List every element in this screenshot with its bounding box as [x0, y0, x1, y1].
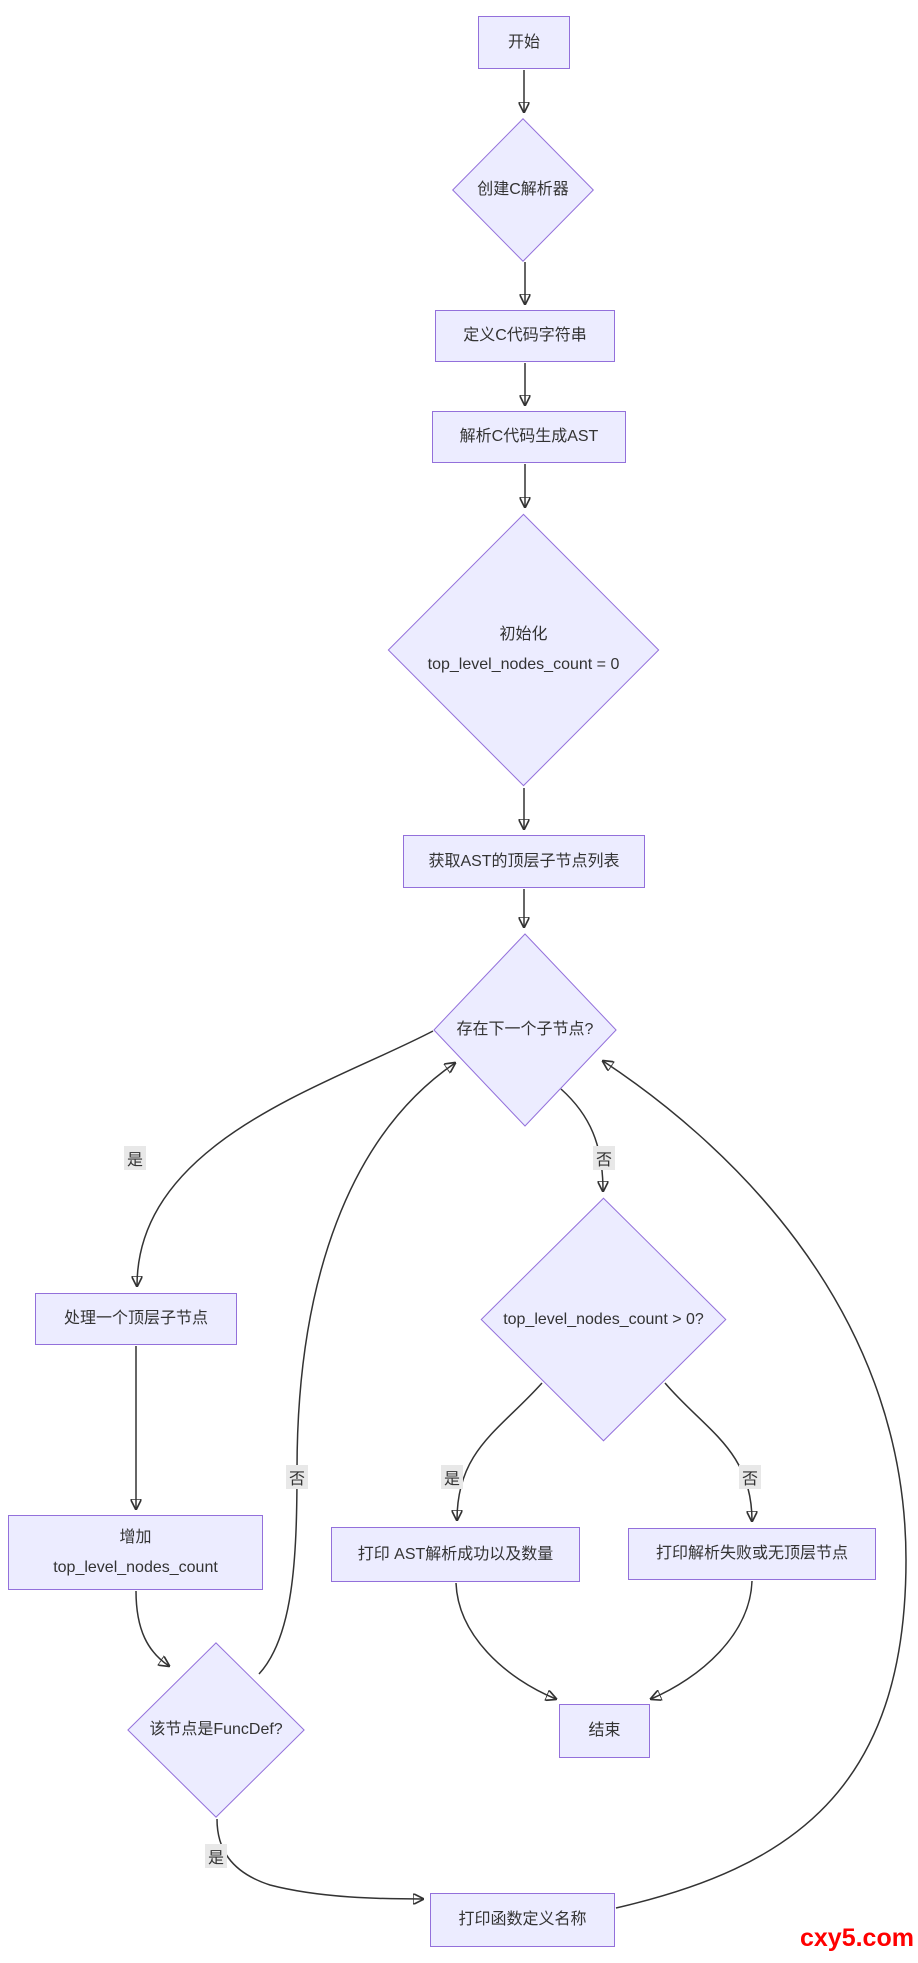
node-count-gt-zero-label: top_level_nodes_count > 0? [503, 1310, 704, 1328]
node-process-node: 处理一个顶层子节点 [35, 1293, 237, 1345]
node-print-fail: 打印解析失败或无顶层节点 [628, 1528, 876, 1580]
node-count-gt-zero: top_level_nodes_count > 0? [480, 1197, 727, 1442]
edge-funcdef-no-return-to-hasnext [258, 1063, 455, 1675]
node-increment-count: 增加 top_level_nodes_count [8, 1515, 263, 1590]
node-print-funcname: 打印函数定义名称 [430, 1893, 615, 1947]
watermark-text: cxy5.com [800, 1924, 914, 1952]
node-parse-ast: 解析C代码生成AST [432, 411, 626, 463]
edge-label-no-gtzero: 否 [738, 1465, 762, 1489]
node-init-count-line2: top_level_nodes_count = 0 [427, 656, 620, 673]
node-define-code: 定义C代码字符串 [435, 310, 615, 362]
edge-printsuccess-to-end [455, 1582, 556, 1699]
node-create-parser: 创建C解析器 [452, 118, 594, 262]
edge-printfunc-return-to-hasnext [603, 1061, 907, 1909]
node-get-children: 获取AST的顶层子节点列表 [403, 835, 645, 888]
edge-label-yes-funcdef: 是 [204, 1844, 228, 1868]
node-create-parser-label: 创建C解析器 [477, 181, 569, 199]
edge-label-yes-gtzero: 是 [440, 1465, 464, 1489]
node-increment-line1: 增加 [119, 1528, 152, 1546]
node-parse-ast-label: 解析C代码生成AST [459, 428, 599, 446]
edge-gtzero-yes-to-printsuccess [457, 1382, 543, 1520]
node-process-node-label: 处理一个顶层子节点 [63, 1310, 208, 1328]
edge-label-yes-hasnext: 是 [123, 1146, 147, 1170]
node-get-children-label: 获取AST的顶层子节点列表 [428, 852, 620, 870]
node-end: 结束 [559, 1704, 650, 1758]
node-start: 开始 [478, 16, 570, 69]
edge-printfail-to-end [651, 1580, 753, 1699]
node-end-label: 结束 [588, 1722, 621, 1740]
node-increment-line2: top_level_nodes_count [53, 1558, 218, 1576]
node-has-next: 存在下一个子节点? [433, 933, 617, 1127]
node-print-funcname-label: 打印函数定义名称 [458, 1911, 587, 1929]
diamond-shape [452, 118, 594, 262]
diamond-shape [480, 1197, 727, 1442]
node-is-funcdef-label: 该节点是FuncDef? [149, 1721, 283, 1739]
node-init-count-line1: 初始化 [499, 626, 548, 644]
node-print-success: 打印 AST解析成功以及数量 [331, 1527, 580, 1582]
node-print-success-label: 打印 AST解析成功以及数量 [357, 1545, 554, 1563]
node-is-funcdef: 该节点是FuncDef? [127, 1642, 305, 1818]
edge-funcdef-yes-to-printfunc [216, 1818, 423, 1899]
edge-label-no-funcdef: 否 [285, 1465, 309, 1489]
diamond-shape [127, 1642, 305, 1818]
diamond-shape [433, 933, 617, 1127]
edge-hasnext-no-to-gtzero [560, 1088, 603, 1191]
edge-gtzero-no-to-printfail [664, 1382, 752, 1521]
edge-hasnext-yes-to-process [137, 1030, 434, 1286]
diamond-shape [387, 513, 660, 787]
edge-increment-to-funcdef [135, 1590, 169, 1666]
node-start-label: 开始 [507, 33, 540, 51]
edge-label-no-hasnext: 否 [592, 1146, 616, 1170]
node-print-fail-label: 打印解析失败或无顶层节点 [655, 1545, 848, 1563]
node-define-code-label: 定义C代码字符串 [463, 327, 587, 345]
node-has-next-label: 存在下一个子节点? [456, 1021, 594, 1039]
node-init-count: 初始化 top_level_nodes_count = 0 [387, 513, 660, 787]
